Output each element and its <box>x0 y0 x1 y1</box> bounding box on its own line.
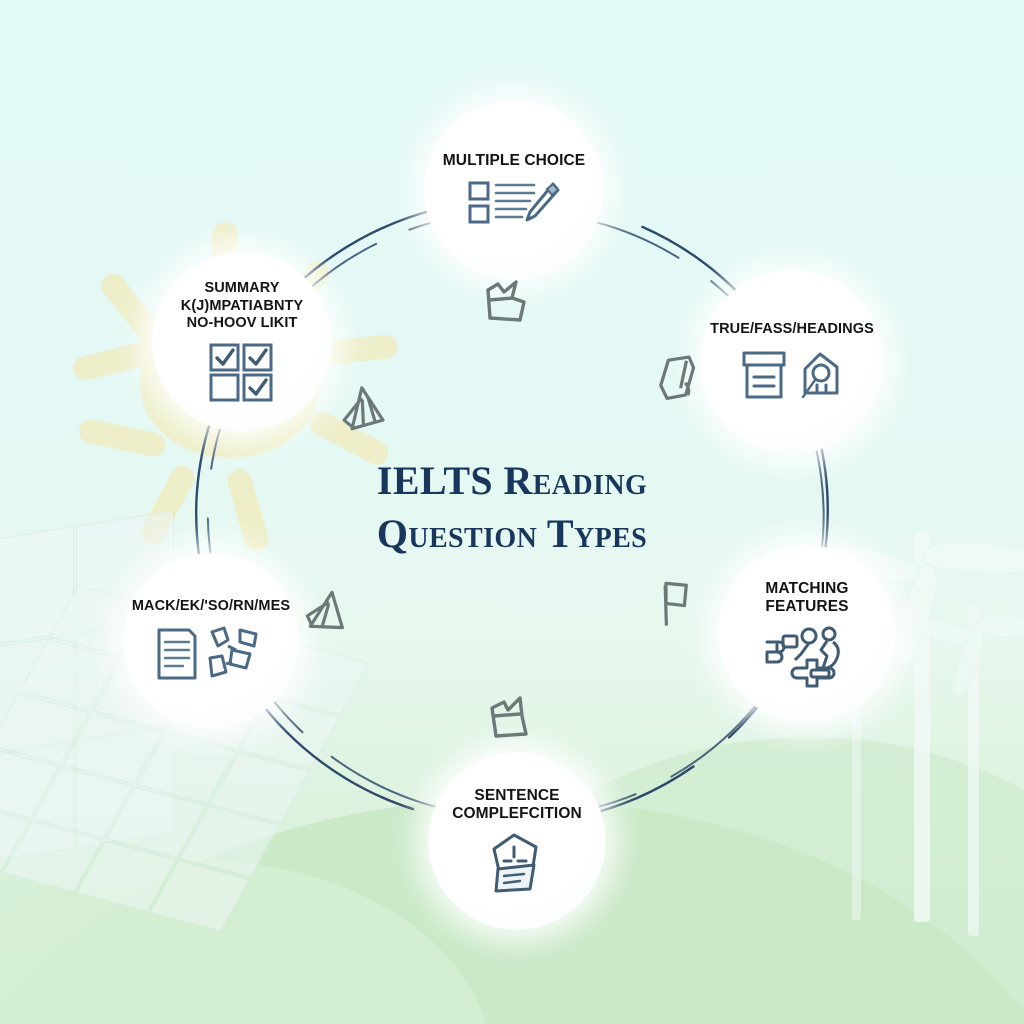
node-matching-features[interactable]: MATCHING FEATURES <box>718 545 896 723</box>
wind-turbine-far <box>793 620 928 920</box>
node-label-summary-line-1: SUMMARY <box>204 280 280 297</box>
node-label-summary-line-3: NO-HOOV LIKIT <box>186 315 298 332</box>
node-matching-information[interactable]: MACK/EK/'SO/RN/MES <box>123 553 299 729</box>
checkbox-list-icon <box>468 178 540 228</box>
node-icons-multiple-choice <box>468 178 561 228</box>
note-pentagon-icon <box>484 831 550 895</box>
doodle-flag-midright <box>655 574 704 630</box>
node-icons-summary-completion <box>207 342 277 404</box>
node-icons-sentence-completion <box>484 831 550 895</box>
node-sentence-completion[interactable]: SENTENCE COMPLEFCITION <box>428 752 606 930</box>
scattered-pieces-icon <box>206 624 268 684</box>
title-line-1: IELTS Reading <box>376 458 648 504</box>
doodle-folder-bottom <box>486 694 538 740</box>
house-magnifier-icon <box>795 347 845 403</box>
puzzle-pieces-icon <box>761 624 853 688</box>
doodle-cone-left <box>334 379 393 436</box>
title-line-2: Question Types <box>376 511 648 556</box>
node-icons-matching-features <box>761 624 853 688</box>
doodle-cone-bottomleft <box>302 586 355 637</box>
node-label-true-false-headings: TRUE/FASS/HEADINGS <box>710 321 874 338</box>
node-label-sentence-completion: SENTENCE COMPLEFCITION <box>452 786 582 822</box>
node-label-matching-features: MATCHING FEATURES <box>765 579 849 615</box>
node-icons-matching-information <box>155 624 268 684</box>
node-true-false-headings[interactable]: TRUE/FASS/HEADINGS <box>700 270 884 454</box>
document-card-icon <box>740 349 788 401</box>
page-title: IELTS Reading Question Types <box>282 455 742 561</box>
wind-turbine-small <box>898 580 1024 940</box>
doodle-folder-top <box>482 278 534 326</box>
checkbox-grid-icon <box>207 342 277 404</box>
node-label-summary-completion: SUMMARY K(J)MPATIABNTY NO-HOOV LIKIT <box>173 280 312 332</box>
pencil-icon <box>521 180 561 226</box>
node-summary-completion[interactable]: SUMMARY K(J)MPATIABNTY NO-HOOV LIKIT <box>152 252 332 432</box>
node-icons-true-false <box>740 347 845 403</box>
node-label-matching-information: MACK/EK/'SO/RN/MES <box>131 598 291 615</box>
node-label-summary-line-2: K(J)MPATIABNTY <box>180 297 304 314</box>
doodle-scroll-right <box>653 349 708 407</box>
node-label-multiple-choice: MULTIPLE CHOICE <box>442 151 586 169</box>
node-multiple-choice[interactable]: MULTIPLE CHOICE <box>424 100 604 280</box>
lined-document-icon <box>155 626 199 682</box>
